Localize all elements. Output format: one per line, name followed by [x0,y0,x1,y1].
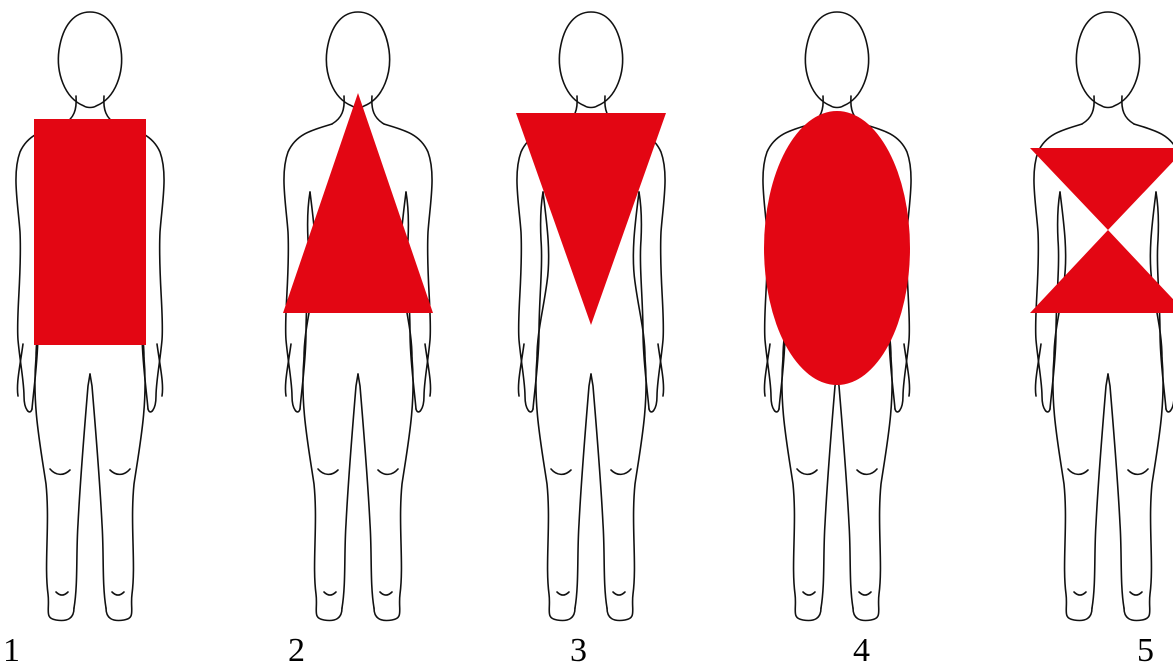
figure-label-4: 4 [853,634,870,668]
body-figure-2 [283,12,433,621]
triangle-shape-icon [283,93,433,313]
body-figure-1 [16,12,164,621]
rectangle-shape-icon [34,119,146,345]
figure-label-2: 2 [288,634,305,668]
figure-label-1: 1 [3,634,20,668]
body-outline-5 [1034,12,1173,621]
body-figure-5 [1030,12,1173,621]
figure-label-3: 3 [570,634,587,668]
body-figure-3 [516,12,666,621]
inverted-triangle-shape-icon [516,113,666,325]
oval-shape-icon [764,111,910,385]
body-figure-4 [763,12,911,621]
figure-label-5: 5 [1137,634,1154,668]
